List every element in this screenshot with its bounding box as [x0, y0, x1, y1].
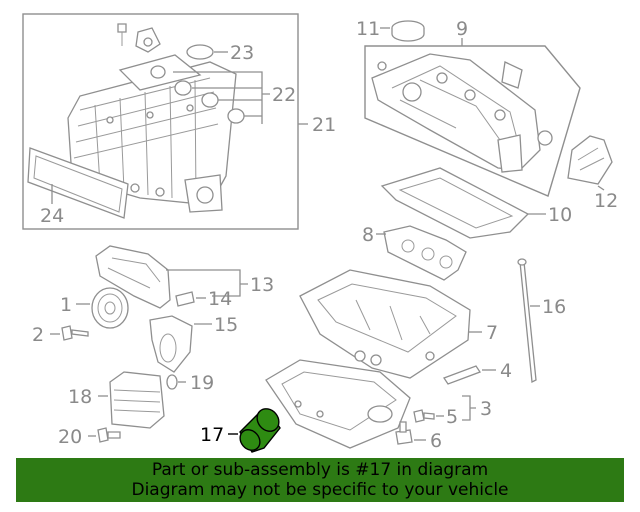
plug-5-drawing	[413, 409, 435, 423]
callout-22: 22	[272, 84, 296, 106]
tube-4-drawing	[443, 365, 481, 385]
drain-plug-6-drawing	[395, 421, 413, 445]
info-banner: Part or sub-assembly is #17 in diagram D…	[16, 458, 624, 502]
callout-8: 8	[362, 224, 374, 246]
crank-pulley-drawing	[91, 287, 129, 329]
valve-cover-drawing	[371, 53, 553, 173]
callout-2: 2	[32, 324, 44, 346]
callout-23: 23	[230, 42, 254, 64]
callout-7: 7	[486, 322, 498, 344]
banner-line-1: Part or sub-assembly is #17 in diagram	[151, 460, 489, 480]
dipstick-drawing	[517, 258, 537, 384]
banner-line-2: Diagram may not be specific to your vehi…	[131, 480, 509, 500]
leader-3	[462, 395, 476, 421]
intake-manifold-drawing	[67, 54, 237, 213]
callout-10: 10	[548, 204, 572, 226]
intake-sensor-drawing	[117, 23, 161, 53]
lower-oil-pan-drawing	[265, 359, 411, 449]
callout-24: 24	[40, 205, 64, 227]
callout-11: 11	[356, 18, 380, 40]
o-ring-19-drawing	[166, 374, 178, 390]
callout-1: 1	[60, 294, 72, 316]
callout-5: 5	[446, 406, 458, 428]
callout-14: 14	[208, 288, 232, 310]
callout-3: 3	[480, 398, 492, 420]
intake-gasket-drawing	[27, 147, 129, 219]
leader-22	[173, 71, 270, 124]
callout-9: 9	[456, 18, 468, 40]
front-cover-drawing	[95, 245, 171, 309]
callout-20: 20	[58, 426, 82, 448]
oil-pump-housing-drawing	[149, 315, 193, 373]
oil-filler-cap-drawing	[391, 20, 425, 42]
callout-16: 16	[542, 296, 566, 318]
callout-17: 17	[200, 424, 224, 446]
callout-13: 13	[250, 274, 274, 296]
bolt-2-drawing	[61, 325, 89, 341]
intake-gasket-8-drawing	[383, 225, 467, 281]
callout-4: 4	[500, 360, 512, 382]
callout-19: 19	[190, 372, 214, 394]
valve-cover-group-box	[364, 45, 581, 197]
callout-21: 21	[312, 114, 336, 136]
oil-filter-17-drawing	[239, 408, 281, 453]
leader-12	[597, 185, 605, 191]
valve-cover-gasket-drawing	[380, 167, 530, 239]
bolt-20-drawing	[97, 427, 121, 443]
callout-15: 15	[214, 314, 238, 336]
callout-6: 6	[430, 430, 442, 452]
timing-cover-drawing	[567, 135, 613, 185]
callout-18: 18	[68, 386, 92, 408]
seal-14-drawing	[175, 291, 195, 307]
intake-group-box	[22, 13, 299, 230]
oil-cooler-drawing	[109, 371, 165, 429]
callout-12: 12	[594, 190, 618, 212]
upper-oil-pan-drawing	[299, 269, 471, 379]
leader-13	[166, 269, 248, 297]
